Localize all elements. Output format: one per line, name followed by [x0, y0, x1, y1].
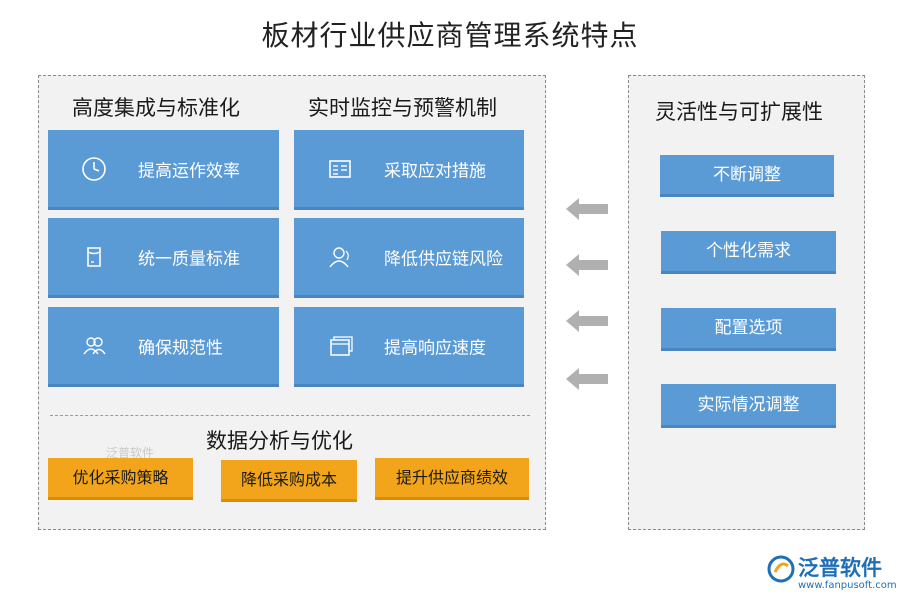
- card-label: 确保规范性: [138, 338, 223, 358]
- arrow-left-icon: [566, 368, 608, 390]
- watermark: 泛普软件: [106, 446, 155, 460]
- window-icon: [330, 335, 353, 356]
- heading-flexibility: 灵活性与可扩展性: [655, 100, 823, 124]
- flex-item-situation: 实际情况调整: [661, 384, 836, 428]
- heading-monitoring: 实时监控与预警机制: [308, 96, 497, 120]
- analysis-item-cost: 降低采购成本: [221, 460, 357, 502]
- arrow-left-icon: [566, 310, 608, 332]
- card-label: 统一质量标准: [138, 249, 240, 269]
- document-icon: [87, 246, 101, 267]
- card-compliance: 确保规范性: [48, 307, 279, 387]
- section-divider: [50, 415, 530, 416]
- card-label: 提高响应速度: [384, 338, 486, 358]
- card-label: 提高运作效率: [138, 161, 240, 181]
- right-panel: [628, 75, 865, 530]
- card-label: 采取应对措施: [384, 161, 486, 181]
- card-countermeasures: 采取应对措施: [294, 130, 524, 210]
- card-quality: 统一质量标准: [48, 218, 279, 298]
- user-icon: [329, 246, 349, 267]
- analysis-item-performance: 提升供应商绩效: [375, 458, 529, 500]
- arrow-left-icon: [566, 254, 608, 276]
- heading-analysis: 数据分析与优化: [206, 429, 353, 453]
- card-efficiency: 提高运作效率: [48, 130, 279, 210]
- card-response: 提高响应速度: [294, 307, 524, 387]
- flex-item-personalize: 个性化需求: [661, 231, 836, 274]
- logo-brand: 泛普软件: [798, 555, 882, 580]
- analysis-item-strategy: 优化采购策略: [48, 458, 193, 500]
- logo-mark-icon: [767, 555, 795, 583]
- arrow-left-icon: [566, 198, 608, 220]
- list-icon: [329, 159, 351, 178]
- clock-icon: [82, 156, 106, 181]
- flex-item-adjust: 不断调整: [660, 155, 834, 197]
- card-label: 降低供应链风险: [384, 249, 503, 269]
- logo-url: www.fanpusoft.com: [798, 580, 897, 591]
- brand-logo: 泛普软件 www.fanpusoft.com: [764, 552, 897, 596]
- users-icon: [83, 336, 106, 354]
- page-title: 板材行业供应商管理系统特点: [261, 19, 639, 52]
- heading-integration: 高度集成与标准化: [72, 96, 240, 120]
- card-risk: 降低供应链风险: [294, 218, 524, 298]
- flex-item-config: 配置选项: [661, 308, 836, 351]
